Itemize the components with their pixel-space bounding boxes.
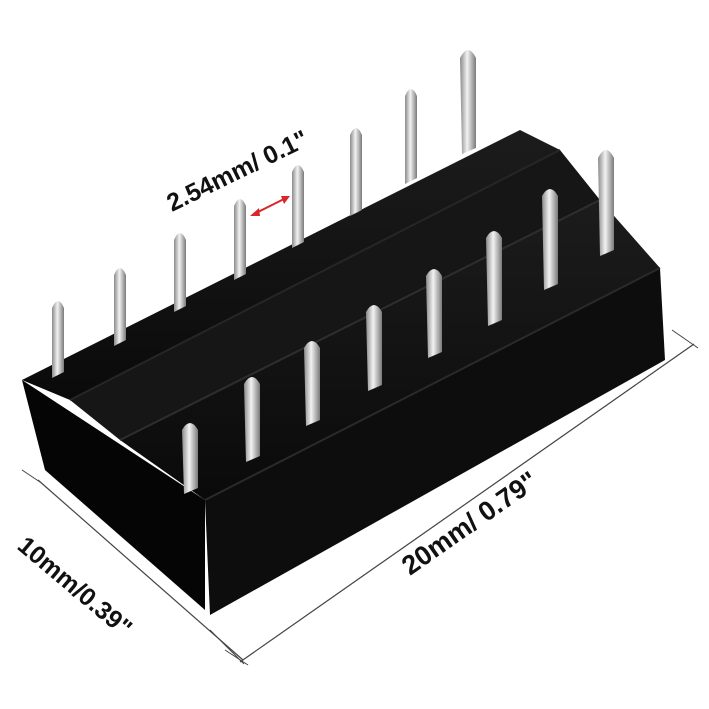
- pin-row-front: [182, 150, 614, 494]
- dimension-lines: [21, 329, 699, 666]
- pin: [542, 189, 558, 290]
- pin: [174, 233, 186, 312]
- ic-socket-body: [22, 130, 665, 615]
- pitch-arrow: [250, 196, 290, 216]
- pin: [426, 269, 442, 358]
- pin: [460, 50, 476, 154]
- width-label: 10mm/0.39": [12, 531, 137, 642]
- pin-row-back: [52, 50, 476, 378]
- socket-top-rail-back: [22, 130, 560, 400]
- pin: [366, 305, 382, 391]
- socket-center-channel: [70, 150, 600, 440]
- width-dimension-line: [37, 479, 244, 661]
- width-extension-line: [224, 649, 249, 666]
- pin: [52, 301, 64, 378]
- pin: [182, 423, 198, 494]
- edge-highlight: [204, 267, 661, 501]
- width-extension-line: [21, 469, 41, 483]
- pin: [304, 341, 320, 426]
- pin: [486, 231, 502, 326]
- pin: [350, 128, 362, 216]
- pin: [598, 150, 614, 256]
- length-extension-line: [671, 329, 699, 349]
- pin: [405, 89, 417, 184]
- socket-front-face: [205, 268, 665, 615]
- pin: [292, 165, 304, 248]
- length-extension-line: [209, 629, 245, 665]
- socket-end-face: [22, 380, 205, 610]
- edge-highlight: [119, 199, 601, 441]
- pin: [114, 268, 126, 346]
- pin: [234, 199, 246, 280]
- pin: [244, 377, 260, 462]
- edge-highlight: [69, 149, 561, 401]
- length-dimension-line: [239, 343, 695, 663]
